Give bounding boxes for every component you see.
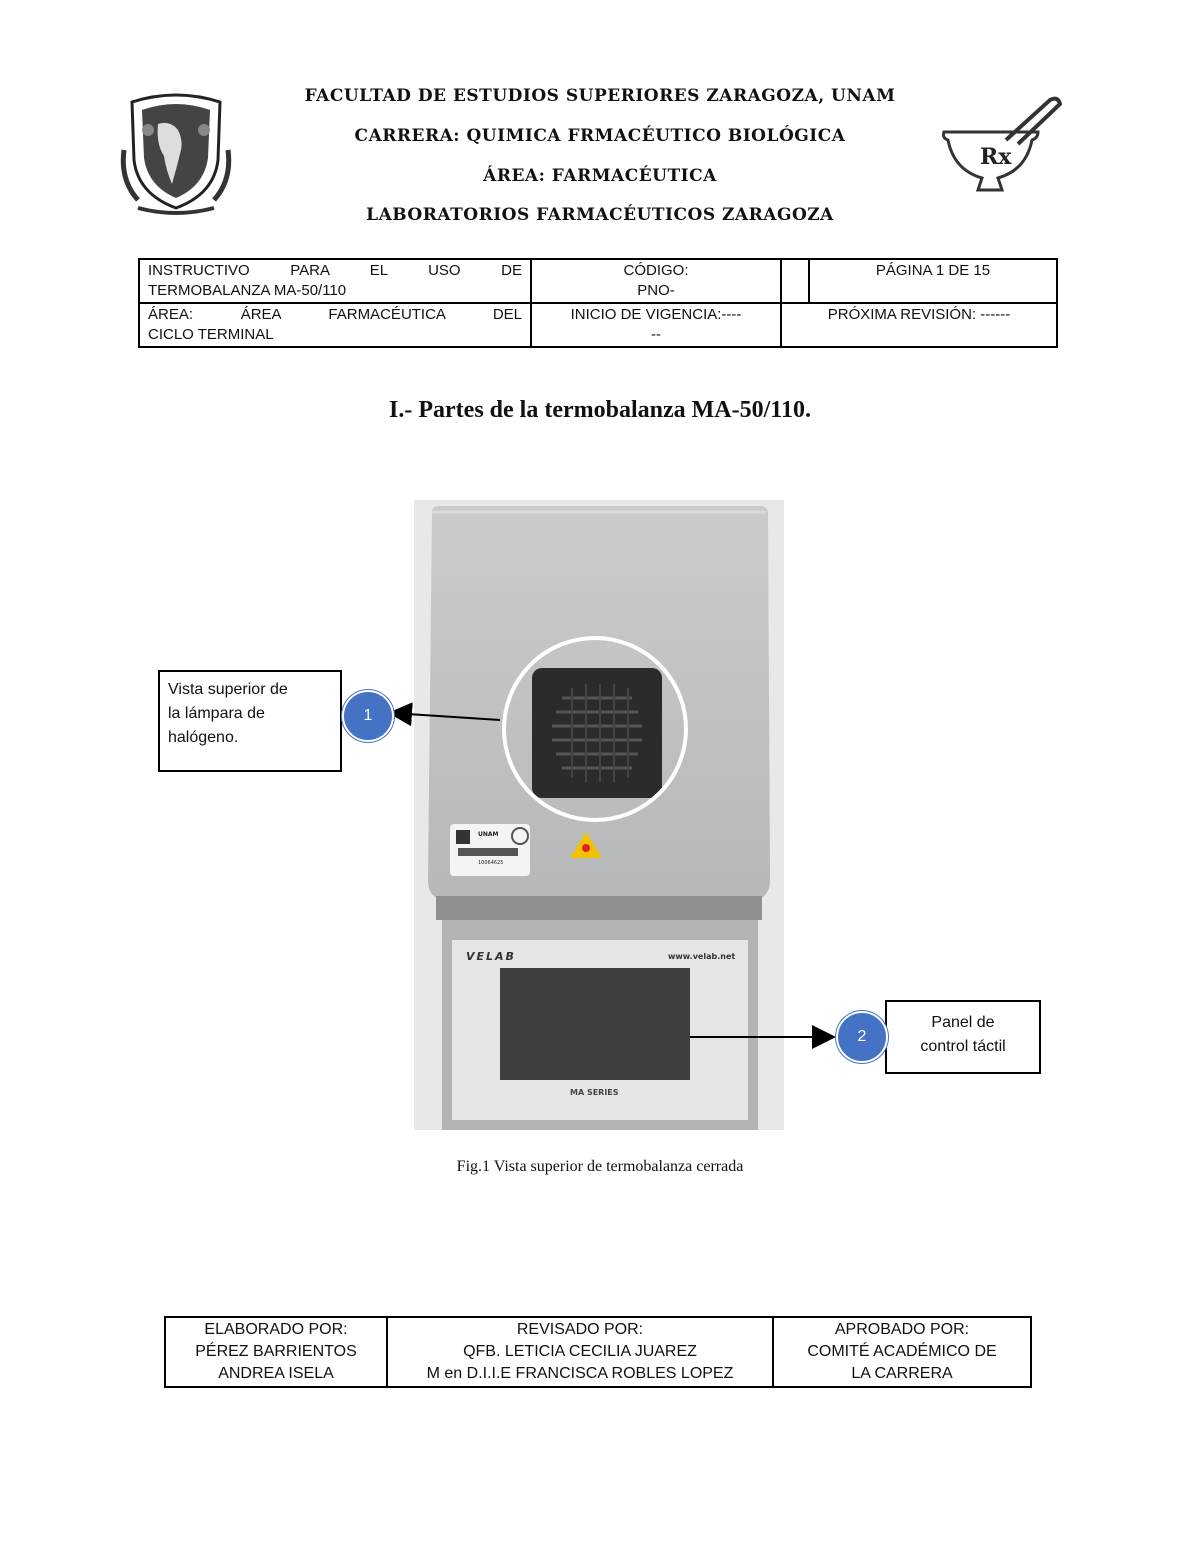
pagina-text: PÁGINA 1 DE 15 [875,262,991,279]
header-laboratories: LABORATORIOS FARMACÉUTICOS ZARAGOZA [366,205,834,225]
callout-halogen-lamp: Vista superior de la lámpara de halógeno… [158,670,342,772]
callout-number-badge-1: 1 [342,690,394,742]
callout-touch-panel: Panel de control táctil [885,1000,1041,1074]
document-info-table: INSTRUCTIVO PARA EL USO DE TERMOBALANZA … [138,258,1058,348]
codigo-value: PNO- [637,282,675,299]
section-title: I.- Partes de la termobalanza MA-50/110. [389,397,811,423]
website-label: www.velab.net [668,952,736,961]
inicio-line-2: -- [651,326,661,343]
header-career: CARRERA: QUIMICA FRMACÉUTICO BIOLÓGICA [354,126,846,146]
instructivo-line-1: INSTRUCTIVO PARA EL USO DE [148,262,522,279]
arrow-to-callout-1 [388,702,501,727]
area-line-2: CICLO TERMINAL [148,326,274,343]
callout-1-line-1: Vista superior de [168,681,288,698]
approval-table: ELABORADO POR: PÉREZ BARRIENTOS ANDREA I… [164,1316,1032,1388]
cell-instructivo: INSTRUCTIVO PARA EL USO DE TERMOBALANZA … [138,258,532,304]
cell-aprobado: APROBADO POR: COMITÉ ACADÉMICO DE LA CAR… [772,1316,1032,1388]
callout-number-badge-2: 2 [836,1011,888,1063]
rx-symbol-text: Rx [980,144,1012,170]
proxima-text: PRÓXIMA REVISIÓN: ------ [827,306,1011,323]
sticker-label: UNAM [478,831,499,838]
callout-2-line-2: control táctil [920,1038,1006,1055]
revisado-line-2: M en D.I.I.E FRANCISCA ROBLES LOPEZ [426,1365,734,1382]
series-label: MA SERIES [570,1088,619,1097]
codigo-label: CÓDIGO: [623,262,689,279]
instructivo-line-2: TERMOBALANZA MA-50/110 [148,282,347,299]
figure-caption: Fig.1 Vista superior de termobalanza cer… [456,1158,744,1175]
thermobalance-photo: VELAB www.velab.net MA SERIES UNAM 10064… [414,500,784,1130]
elaborado-label: ELABORADO POR: [204,1321,348,1338]
highlight-circle [502,636,688,822]
aprobado-line-1: COMITÉ ACADÉMICO DE [807,1343,997,1360]
cell-area: ÁREA: ÁREA FARMACÉUTICA DEL CICLO TERMIN… [138,302,532,348]
elaborado-line-2: ANDREA ISELA [218,1365,334,1382]
header-faculty: FACULTAD DE ESTUDIOS SUPERIORES ZARAGOZA… [304,86,896,106]
cell-elaborado: ELABORADO POR: PÉREZ BARRIENTOS ANDREA I… [164,1316,388,1388]
header-area: ÁREA: FARMACÉUTICA [483,166,717,186]
cell-inicio-vigencia: INICIO DE VIGENCIA:---- -- [530,302,782,348]
aprobado-label: APROBADO POR: [834,1321,970,1338]
revisado-line-1: QFB. LETICIA CECILIA JUAREZ [463,1343,697,1360]
area-line-1: ÁREA: ÁREA FARMACÉUTICA DEL [148,306,522,323]
sticker-number: 10064625 [478,860,504,866]
inicio-line-1: INICIO DE VIGENCIA:---- [570,306,742,323]
brand-label: VELAB [466,950,516,963]
cell-pagina: PÁGINA 1 DE 15 [808,258,1058,304]
callout-1-line-3: halógeno. [168,729,239,746]
mortar-pestle-rx-logo: Rx [938,92,1068,202]
cell-proxima-revision: PRÓXIMA REVISIÓN: ------ [780,302,1058,348]
revisado-label: REVISADO POR: [516,1321,644,1338]
callout-1-line-2: la lámpara de [168,705,265,722]
elaborado-line-1: PÉREZ BARRIENTOS [195,1343,357,1360]
unam-seal-logo [118,90,234,218]
aprobado-line-2: LA CARRERA [851,1365,953,1382]
cell-codigo: CÓDIGO: PNO- [530,258,782,304]
cell-empty [780,258,810,304]
callout-2-line-1: Panel de [931,1014,995,1031]
cell-revisado: REVISADO POR: QFB. LETICIA CECILIA JUARE… [386,1316,774,1388]
